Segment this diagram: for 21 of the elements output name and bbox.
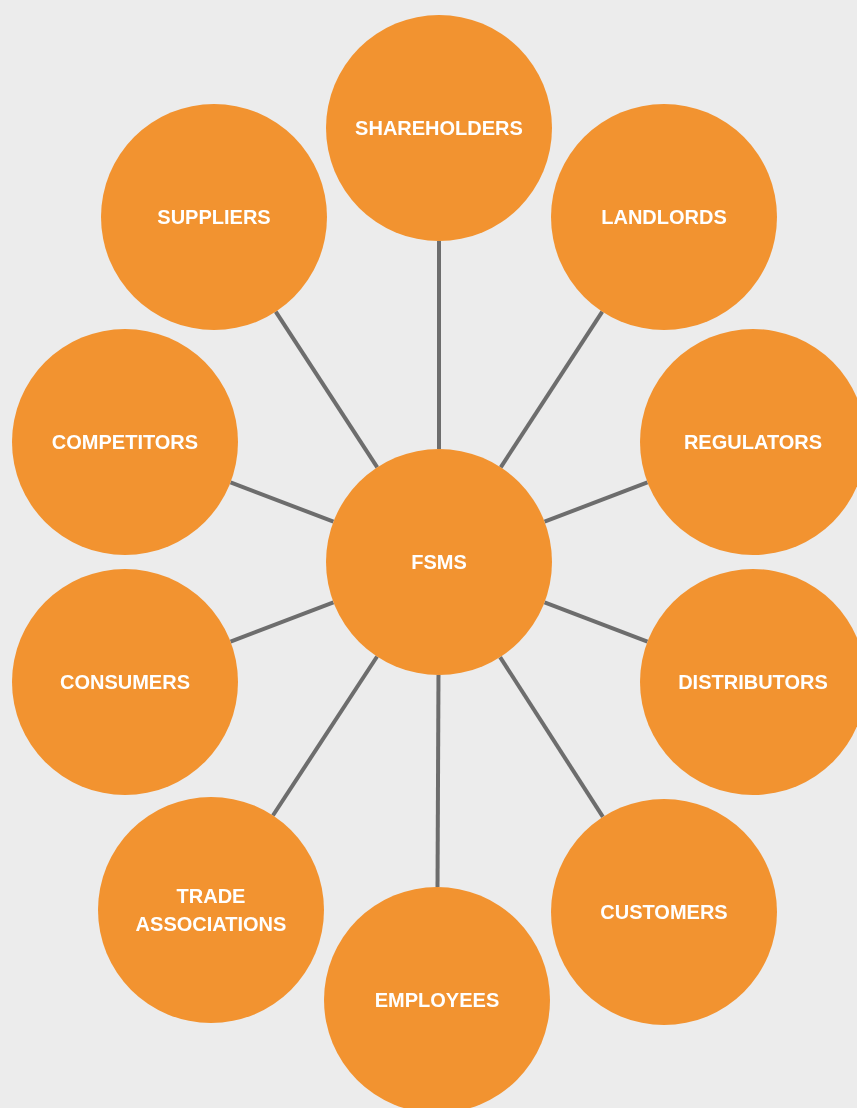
node-label: LANDLORDS <box>600 205 728 230</box>
connector-line <box>498 655 605 819</box>
node-label: TRADE ASSOCIATIONS <box>134 884 288 937</box>
node-label: REGULATORS <box>682 430 824 455</box>
node-label: COMPETITORS <box>50 430 200 455</box>
connector-line <box>543 600 649 644</box>
connector-line <box>274 310 379 469</box>
connector-line <box>271 655 379 817</box>
connector-line <box>437 241 441 449</box>
connector-line <box>229 480 335 524</box>
connector-line <box>229 600 335 644</box>
node-label: CONSUMERS <box>59 670 191 695</box>
connector-line <box>435 675 441 887</box>
node-label: FSMS <box>410 550 468 575</box>
node-label: DISTRIBUTORS <box>677 670 829 695</box>
node-label: SHAREHOLDERS <box>354 116 524 141</box>
node-label: SUPPLIERS <box>156 205 272 230</box>
node-label: CUSTOMERS <box>599 900 729 925</box>
node-label: EMPLOYEES <box>373 988 501 1013</box>
connector-line <box>499 310 604 469</box>
connector-line <box>543 480 649 524</box>
